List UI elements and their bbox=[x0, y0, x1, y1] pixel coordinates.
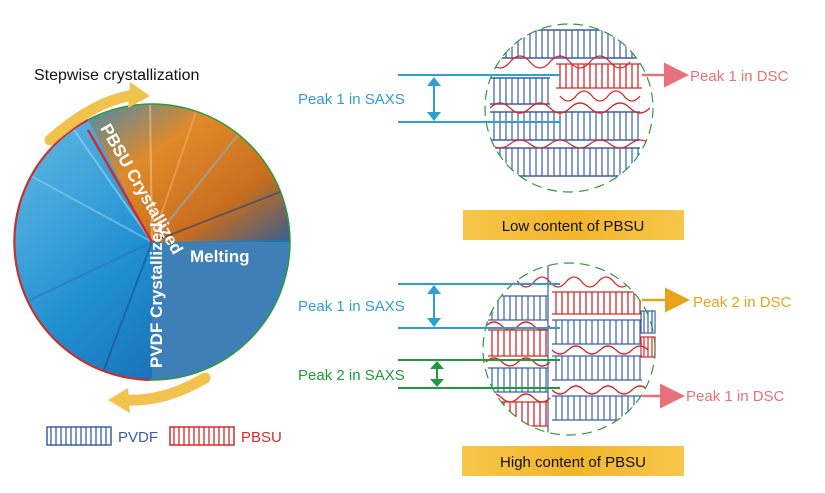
legend: PVDF PBSU bbox=[46, 426, 282, 446]
rotation-arrow-top-icon bbox=[44, 82, 150, 146]
label-dsc-peak1-low: Peak 1 in DSC bbox=[690, 68, 789, 85]
sector-label-melting: Melting bbox=[190, 247, 250, 266]
label-saxs-peak2-high: Peak 2 in SAXS bbox=[298, 367, 405, 384]
label-saxs-peak1-high: Peak 1 in SAXS bbox=[298, 298, 405, 315]
lamellae-schematic-high bbox=[482, 262, 656, 436]
caption-box-low bbox=[463, 210, 684, 240]
label-saxs-peak1-low: Peak 1 in SAXS bbox=[298, 91, 405, 108]
legend-label-pbsu: PBSU bbox=[241, 429, 282, 446]
sector-label-pvdf: PVDF Crystallized bbox=[147, 223, 166, 369]
saxs-bracket-peak1-high-icon bbox=[398, 283, 560, 329]
caption-box-high bbox=[462, 446, 684, 476]
saxs-bracket-peak1-low-icon bbox=[398, 74, 560, 123]
legend-pbsu-chain-icon bbox=[169, 426, 235, 446]
saxs-bracket-peak2-high-icon bbox=[398, 359, 560, 389]
crystallization-pie bbox=[14, 104, 290, 380]
label-dsc-peak1-high: Peak 1 in DSC bbox=[686, 388, 785, 405]
lamellae-schematic-low bbox=[484, 23, 654, 193]
legend-pvdf-chain-icon bbox=[46, 426, 112, 446]
caption-low: Low content of PBSU bbox=[502, 218, 645, 235]
legend-label-pvdf: PVDF bbox=[118, 429, 158, 446]
label-dsc-peak2-high: Peak 2 in DSC bbox=[693, 294, 792, 311]
rotation-arrow-bottom-icon bbox=[108, 372, 211, 413]
caption-high: High content of PBSU bbox=[500, 454, 646, 471]
diagram-title: Stepwise crystallization bbox=[34, 67, 199, 84]
